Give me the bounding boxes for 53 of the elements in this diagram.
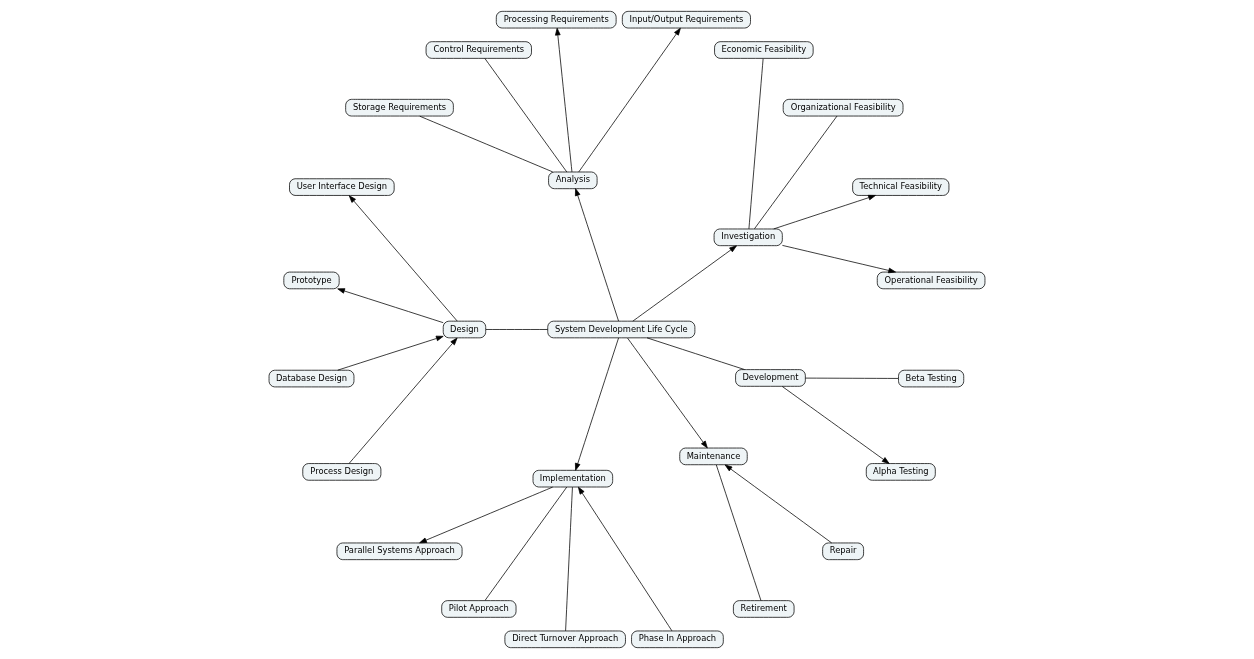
arrow bbox=[782, 245, 896, 274]
arrow bbox=[773, 194, 876, 230]
arrow bbox=[632, 245, 737, 322]
node-box: Maintenance bbox=[679, 447, 748, 466]
connector bbox=[565, 486, 573, 632]
connector bbox=[715, 464, 762, 601]
node-box: User Interface Design bbox=[289, 178, 395, 196]
arrow bbox=[337, 288, 444, 324]
node-box: Pilot Approach bbox=[441, 600, 517, 618]
node-box: Economic Feasibility bbox=[714, 41, 814, 59]
node-box: Alpha Testing bbox=[865, 463, 936, 481]
arrow bbox=[575, 188, 619, 322]
node-box: Input/Output Requirements bbox=[621, 10, 751, 29]
arrow bbox=[555, 27, 573, 173]
node-box: Repair bbox=[822, 542, 864, 560]
connector bbox=[484, 58, 568, 173]
connector bbox=[484, 486, 568, 601]
node-box: Database Design bbox=[268, 369, 355, 388]
node-box: Retirement bbox=[733, 600, 795, 618]
node-box: Investigation bbox=[713, 228, 783, 247]
arrow bbox=[348, 337, 458, 464]
arrow bbox=[578, 27, 681, 173]
node-box: Beta Testing bbox=[898, 369, 965, 388]
arrow bbox=[627, 337, 708, 449]
node-box: Analysis bbox=[548, 171, 598, 190]
node-box: Parallel Systems Approach bbox=[336, 542, 463, 560]
node-box: Direct Turnover Approach bbox=[504, 630, 626, 649]
node-box: Prototype bbox=[283, 271, 340, 290]
node-box: Organizational Feasibility bbox=[782, 99, 904, 117]
arrow bbox=[337, 335, 444, 371]
node-box: Operational Feasibility bbox=[876, 271, 986, 290]
arrow bbox=[578, 486, 673, 632]
node-box: Processing Requirements bbox=[495, 10, 617, 29]
node-box: Design bbox=[442, 320, 487, 339]
arrow bbox=[419, 486, 553, 544]
connector bbox=[485, 329, 549, 330]
arrow bbox=[781, 386, 890, 464]
node-box: Phase In Approach bbox=[631, 630, 724, 649]
node-box: Development bbox=[735, 369, 806, 387]
connector bbox=[754, 115, 838, 230]
node-box: Control Requirements bbox=[425, 41, 532, 59]
node-box: System Development Life Cycle bbox=[547, 320, 696, 339]
node-box: Implementation bbox=[532, 469, 614, 488]
connector bbox=[748, 58, 764, 230]
arrow bbox=[575, 337, 619, 471]
arrow bbox=[348, 195, 458, 322]
connector bbox=[419, 115, 554, 173]
connector bbox=[805, 377, 899, 379]
node-box: Technical Feasibility bbox=[852, 178, 950, 196]
connector bbox=[646, 337, 745, 370]
node-box: Process Design bbox=[302, 463, 382, 481]
node-box: Storage Requirements bbox=[345, 99, 454, 117]
arrow bbox=[724, 464, 832, 544]
